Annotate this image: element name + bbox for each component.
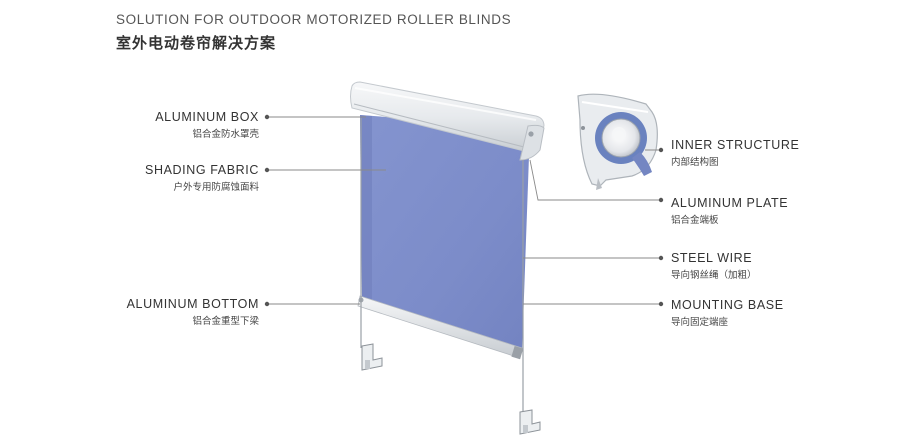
label-aluminum-plate-zh: 铝合金端板 <box>671 215 719 226</box>
steel-wires <box>360 118 524 415</box>
label-shading-fabric-zh: 户外专用防腐蚀面料 <box>173 182 259 193</box>
aluminum-box <box>350 81 545 161</box>
shading-fabric <box>360 115 530 352</box>
label-aluminum-plate: ALUMINUM PLATE 铝合金端板 <box>671 196 788 226</box>
inner-structure-illustration <box>577 93 658 190</box>
label-aluminum-bottom-en: ALUMINUM BOTTOM <box>126 297 259 311</box>
label-aluminum-bottom-zh: 铝合金重型下梁 <box>192 316 259 327</box>
label-shading-fabric: SHADING FABRIC 户外专用防腐蚀面料 <box>145 163 259 193</box>
mounting-base-left <box>361 343 383 371</box>
label-inner-structure: INNER STRUCTURE 内部结构图 <box>671 138 799 168</box>
label-inner-structure-en: INNER STRUCTURE <box>671 138 800 152</box>
label-steel-wire-en: STEEL WIRE <box>671 251 753 265</box>
aluminum-bottom-bar <box>357 295 524 360</box>
label-steel-wire-zh: 导向钢丝绳（加粗） <box>671 270 757 281</box>
label-steel-wire: STEEL WIRE 导向钢丝绳（加粗） <box>671 251 757 281</box>
leader-dots-left <box>264 114 270 307</box>
label-shading-fabric-en: SHADING FABRIC <box>145 163 259 177</box>
label-mounting-base-en: MOUNTING BASE <box>671 298 784 312</box>
label-mounting-base: MOUNTING BASE 导向固定端座 <box>671 298 784 328</box>
leader-lines-left <box>268 116 386 305</box>
label-aluminum-box-en: ALUMINUM BOX <box>155 110 259 124</box>
title-chinese: 室外电动卷帘解决方案 <box>116 34 277 52</box>
label-aluminum-plate-en: ALUMINUM PLATE <box>671 196 789 210</box>
label-mounting-base-zh: 导向固定端座 <box>671 317 729 328</box>
mounting-base-right <box>519 409 541 435</box>
title-english: SOLUTION FOR OUTDOOR MOTORIZED ROLLER BL… <box>116 12 512 27</box>
label-aluminum-bottom: ALUMINUM BOTTOM 铝合金重型下梁 <box>127 297 259 327</box>
label-aluminum-box-zh: 铝合金防水罩壳 <box>192 129 259 140</box>
label-aluminum-box: ALUMINUM BOX 铝合金防水罩壳 <box>155 110 259 140</box>
label-inner-structure-zh: 内部结构图 <box>671 157 719 168</box>
leader-dots-right <box>658 147 664 307</box>
